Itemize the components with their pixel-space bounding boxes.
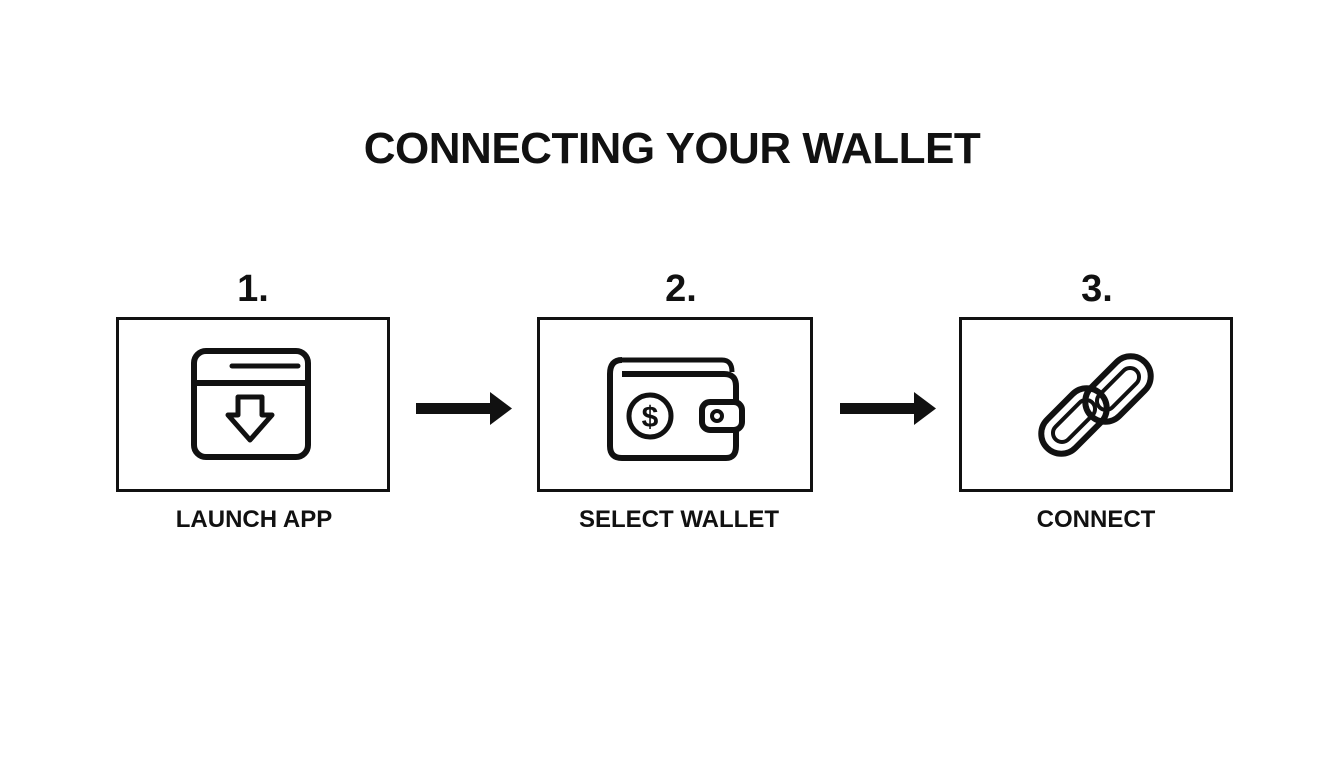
page-title: CONNECTING YOUR WALLET (363, 124, 981, 173)
chain-link-icon (1038, 353, 1154, 457)
step-3-number: 3. (1081, 268, 1113, 310)
step-1-box (116, 317, 390, 492)
arrow-right-icon (416, 392, 512, 425)
step-1-number: 1. (237, 268, 269, 310)
download-app-icon (191, 348, 311, 460)
step-3-label: CONNECT (1036, 506, 1156, 533)
step-2-box (537, 317, 813, 492)
wallet-icon: $ (607, 357, 745, 461)
step-2-label: SELECT WALLET (579, 506, 779, 533)
svg-text:$: $ (642, 401, 659, 434)
arrow-right-icon (840, 392, 936, 425)
step-1-label: LAUNCH APP (175, 506, 333, 533)
step-2-number: 2. (665, 268, 697, 310)
